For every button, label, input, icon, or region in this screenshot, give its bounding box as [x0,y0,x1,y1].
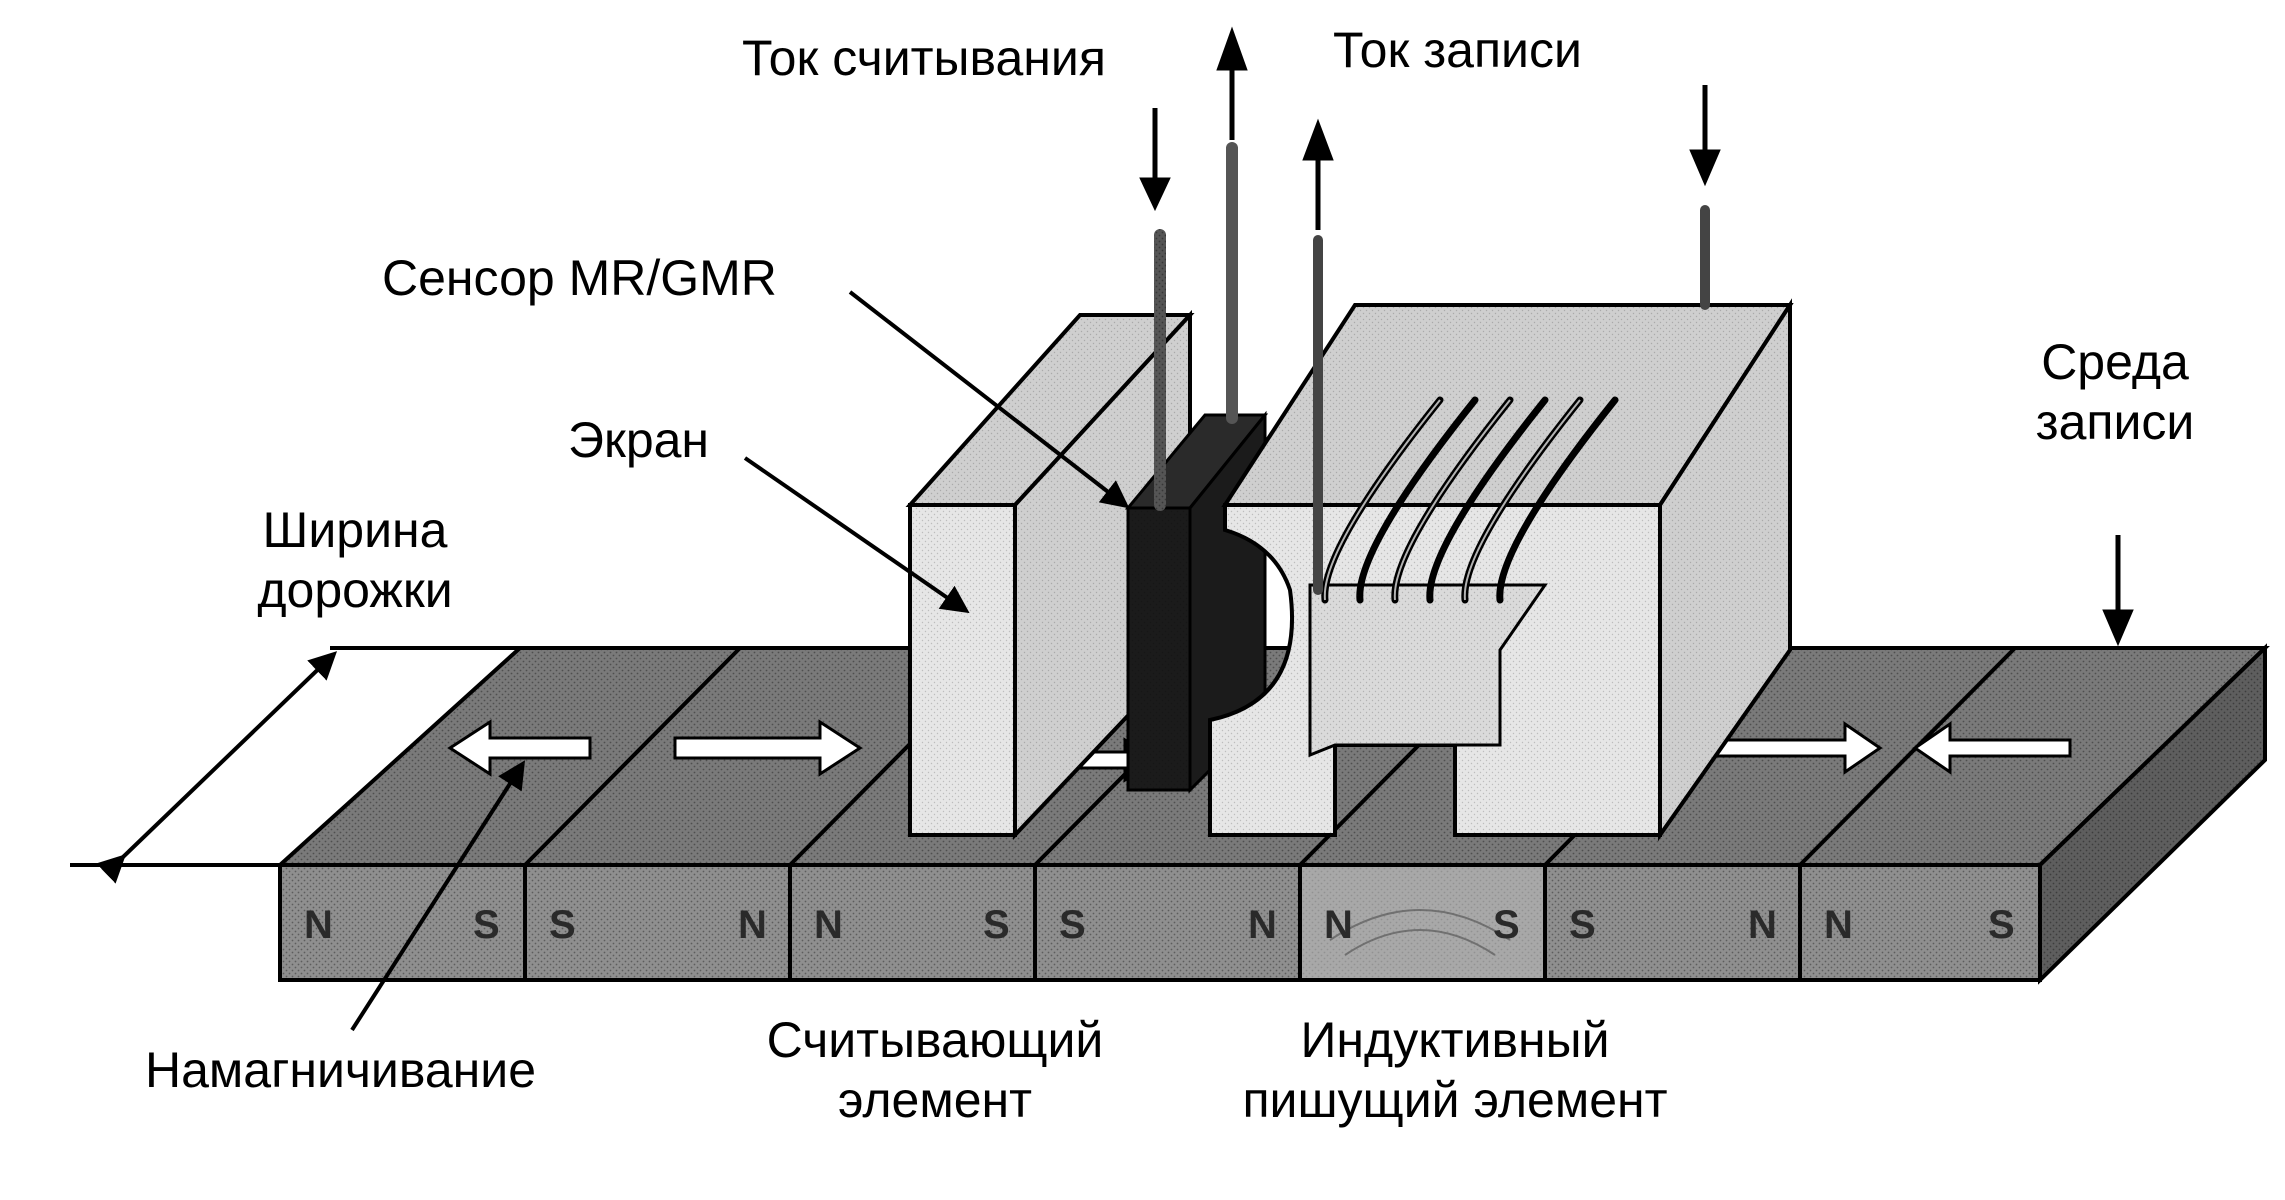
magnetization-arrow-right [673,719,863,777]
pole-label: S [1059,903,1086,947]
pole-label: N [1324,903,1353,947]
read-current-label: Ток считывания [742,30,1106,86]
lead-wires [1154,142,1710,595]
callout-leaders [350,290,1130,1032]
track-width-label-line2: дорожки [257,562,453,618]
medium-pointer-arrow [2102,535,2134,647]
read-current-up-arrow [1216,26,1248,140]
magnetization-label: Намагничивание [145,1042,537,1098]
pole-label: N [1824,903,1853,947]
track-width-label-line1: Ширина [262,502,448,558]
write-element-label-line1: Индуктивный [1300,1012,1610,1068]
read-current-down-arrow [1139,108,1171,212]
write-element-label: Индуктивный пишущий элемент [1175,1010,1735,1130]
track-width-arrow [96,651,338,884]
pole-label: S [1493,903,1520,947]
write-current-down-arrow [1689,85,1721,187]
write-head-block [1208,298,1794,842]
shield-label: Экран [568,412,710,468]
medium-label-line1: Среда [2041,334,2189,390]
pole-label: S [549,903,576,947]
sensor-leader [848,290,1130,509]
pole-label: S [473,903,500,947]
write-current-up-arrow [1302,118,1334,230]
pole-label: S [1988,903,2015,947]
current-arrows [1139,26,2134,647]
pole-label: N [1248,903,1277,947]
pole-label: N [814,903,843,947]
read-element-label-line2: элемент [837,1072,1033,1128]
track-width-dimension [70,646,520,884]
pole-label: N [738,903,767,947]
write-element-label-line2: пишущий элемент [1242,1072,1668,1128]
pole-label: N [1748,903,1777,947]
medium-label: Среда записи [1990,332,2240,452]
magnetization-leader [350,760,526,1032]
medium-label-line2: записи [2035,394,2195,450]
sensor-label: Сенсор MR/GMR [382,250,777,306]
magnetization-arrow-left [447,719,592,777]
magnetization-arrow-left-2 [1912,721,2072,775]
pole-label: N [304,903,333,947]
pole-label: S [983,903,1010,947]
shield-leader [743,456,970,614]
read-element-label-line1: Считывающий [766,1012,1104,1068]
track-width-label: Ширина дорожки [225,500,485,620]
pole-label: S [1569,903,1596,947]
write-current-label: Ток записи [1333,22,1582,78]
shield-block [905,309,1195,841]
read-element-label: Считывающий элемент [720,1010,1150,1130]
